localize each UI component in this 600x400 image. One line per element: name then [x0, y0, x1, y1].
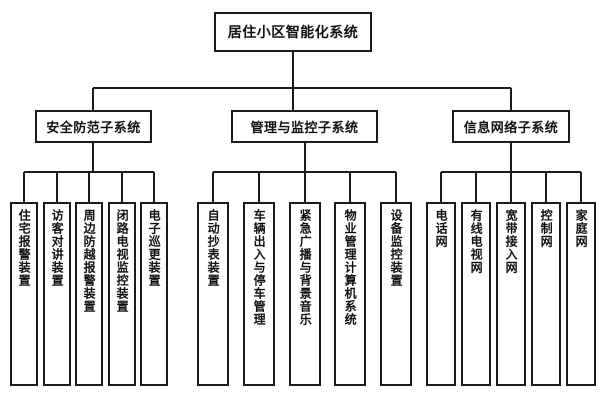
leaf-node-label: 电子巡更装置: [147, 209, 162, 287]
leaf-node-label: 宽带接入网: [504, 209, 519, 274]
leaf-node-label: 周边防越报警装置: [82, 209, 97, 313]
leaf-node[interactable]: 控制网: [531, 202, 561, 386]
leaf-node[interactable]: 宽带接入网: [496, 202, 526, 386]
leaf-node[interactable]: 住宅报警装置: [10, 202, 38, 386]
leaf-node-label: 控制网: [539, 209, 554, 248]
leaf-node-label: 有线电视网: [469, 209, 484, 274]
leaf-node-label: 家庭网: [574, 209, 589, 248]
leaf-node[interactable]: 闭路电视监控装置: [108, 202, 136, 386]
leaf-node[interactable]: 自动抄表装置: [197, 202, 229, 386]
branch-node-network[interactable]: 信息网络子系统: [452, 110, 570, 143]
leaf-node[interactable]: 访客对讲装置: [43, 202, 71, 386]
root-node-label: 居住小区智能化系统: [227, 25, 359, 41]
leaf-node[interactable]: 周边防越报警装置: [75, 202, 103, 386]
leaf-node-label: 自动抄表装置: [206, 209, 221, 287]
leaf-node[interactable]: 电话网: [426, 202, 456, 386]
branch-node-label: 管理与监控子系统: [250, 121, 359, 136]
branch-node-label: 信息网络子系统: [463, 121, 559, 136]
leaf-node-label: 设备监控装置: [389, 209, 404, 287]
leaf-node[interactable]: 物业管理计算机系统: [334, 202, 366, 386]
branch-node-label: 安全防范子系统: [46, 121, 141, 136]
leaf-node[interactable]: 电子巡更装置: [140, 202, 168, 386]
branch-node-security[interactable]: 安全防范子系统: [35, 110, 152, 143]
root-node[interactable]: 居住小区智能化系统: [214, 12, 372, 52]
leaf-node-label: 车辆出入与停车管理: [252, 209, 267, 326]
leaf-node-label: 物业管理计算机系统: [343, 209, 358, 326]
leaf-node-label: 访客对讲装置: [50, 209, 65, 287]
leaf-node[interactable]: 紧急广播与背景音乐: [289, 202, 321, 386]
leaf-node[interactable]: 车辆出入与停车管理: [243, 202, 275, 386]
leaf-node[interactable]: 设备监控装置: [380, 202, 412, 386]
leaf-node[interactable]: 家庭网: [566, 202, 596, 386]
leaf-node-label: 住宅报警装置: [17, 209, 32, 287]
leaf-node-label: 闭路电视监控装置: [115, 209, 130, 313]
leaf-node-label: 电话网: [434, 209, 449, 248]
leaf-node[interactable]: 有线电视网: [461, 202, 491, 386]
branch-node-management[interactable]: 管理与监控子系统: [231, 110, 378, 143]
leaf-node-label: 紧急广播与背景音乐: [298, 209, 313, 326]
